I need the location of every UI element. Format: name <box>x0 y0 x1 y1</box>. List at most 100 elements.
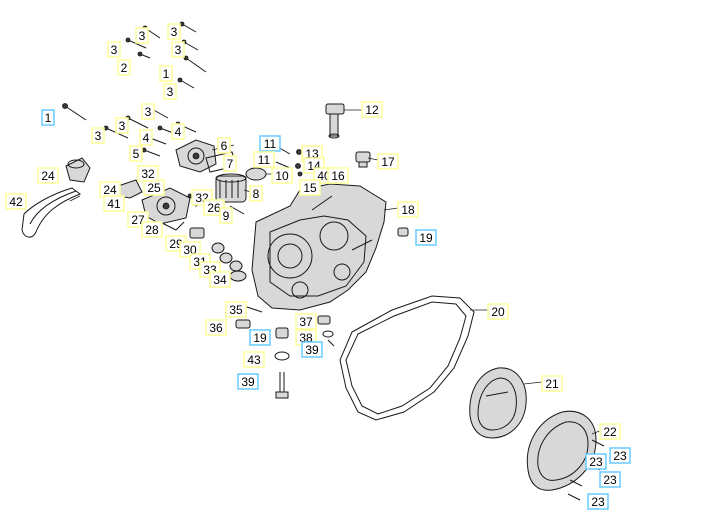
callout-15: 15 <box>299 179 321 196</box>
hose-elbow-24 <box>65 157 91 183</box>
callout-3: 3 <box>135 27 149 44</box>
callout-25: 25 <box>143 179 165 196</box>
callout-20: 20 <box>487 303 509 320</box>
callout-number: 3 <box>175 43 182 57</box>
callout-number: 15 <box>303 181 317 195</box>
callout-number: 1 <box>45 111 52 125</box>
callout-box <box>541 375 563 392</box>
callout-box <box>167 23 181 40</box>
callout-3: 3 <box>167 23 181 40</box>
bolt-23d <box>567 493 581 501</box>
callout-box <box>137 165 159 182</box>
cover-gasket <box>339 295 475 421</box>
callout-number: 4 <box>175 125 182 139</box>
oil-filter <box>215 173 247 203</box>
callout-box <box>141 221 163 238</box>
callout-number: 4 <box>143 131 150 145</box>
part-drawings <box>21 21 605 501</box>
callout-box <box>223 155 237 172</box>
washer-38 <box>322 330 334 338</box>
callout-19: 19 <box>415 229 437 246</box>
callout-23: 23 <box>599 471 621 488</box>
callout-box <box>587 493 609 510</box>
callout-box <box>115 117 129 134</box>
pump-cover <box>175 139 217 173</box>
callout-number: 3 <box>167 85 174 99</box>
cover-gasket-inner <box>345 301 467 415</box>
callout-box <box>217 137 231 154</box>
callout-number: 20 <box>491 305 505 319</box>
kick-shaft <box>325 103 345 139</box>
callout-number: 11 <box>258 153 271 167</box>
callout-39: 39 <box>237 373 259 390</box>
callout-19: 19 <box>249 329 271 346</box>
callout-number: 19 <box>419 231 433 245</box>
callout-number: 21 <box>545 377 559 391</box>
plug-19-top <box>397 227 409 237</box>
callout-3: 3 <box>107 41 121 58</box>
callout-number: 36 <box>209 321 223 335</box>
callout-box <box>249 185 263 202</box>
callout-number: 34 <box>213 273 227 287</box>
callout-number: 42 <box>9 195 23 209</box>
callout-39: 39 <box>301 341 323 358</box>
callout-box <box>299 179 321 196</box>
callout-11: 11 <box>259 135 281 152</box>
callout-number: 43 <box>247 353 261 367</box>
callout-number: 26 <box>207 201 221 215</box>
callout-box <box>243 351 265 368</box>
crankcase-cover <box>251 183 387 311</box>
callout-box <box>129 145 143 162</box>
callout-4: 4 <box>171 123 185 140</box>
callout-17: 17 <box>377 153 399 170</box>
callout-7: 7 <box>223 155 237 172</box>
bolt-group-top <box>125 21 207 89</box>
seal-10 <box>245 167 267 181</box>
callout-1: 1 <box>159 65 173 82</box>
callout-number: 5 <box>133 147 140 161</box>
callout-box <box>141 103 155 120</box>
callout-number: 24 <box>41 169 55 183</box>
callout-number: 3 <box>95 129 102 143</box>
callout-number: 37 <box>299 315 313 329</box>
callout-23: 23 <box>609 447 631 464</box>
callout-number: 19 <box>253 331 267 345</box>
callout-box <box>599 423 621 440</box>
callout-number: 25 <box>147 181 161 195</box>
bolt-23a <box>591 439 605 447</box>
callout-number: 22 <box>603 425 617 439</box>
callout-3: 3 <box>171 41 185 58</box>
callout-1: 1 <box>41 109 55 126</box>
washer-43 <box>274 351 290 361</box>
callout-box <box>253 151 275 168</box>
callout-number: 23 <box>603 473 617 487</box>
callout-number: 8 <box>253 187 260 201</box>
callout-box <box>103 195 125 212</box>
callout-box <box>163 83 177 100</box>
callout-box <box>487 303 509 320</box>
water-hose <box>21 187 82 238</box>
callout-box <box>295 313 317 330</box>
callout-6: 6 <box>217 137 231 154</box>
callout-number: 39 <box>241 375 255 389</box>
callout-number: 28 <box>145 223 159 237</box>
callout-8: 8 <box>249 185 263 202</box>
part-29 <box>189 227 205 239</box>
plug-19-lower <box>275 327 289 339</box>
callout-43: 43 <box>243 351 265 368</box>
bolt-35 <box>243 305 263 313</box>
callout-number: 23 <box>591 495 605 509</box>
drain-bolt-39 <box>275 372 289 399</box>
callout-36: 36 <box>205 319 227 336</box>
callout-23: 23 <box>587 493 609 510</box>
callout-3: 3 <box>141 103 155 120</box>
callout-box <box>205 319 227 336</box>
hose-inner <box>29 190 77 225</box>
callout-37: 37 <box>295 313 317 330</box>
bearing-31 <box>219 252 233 264</box>
bearing-34 <box>229 270 247 282</box>
callout-number: 3 <box>139 29 146 43</box>
callout-box <box>415 229 437 246</box>
callout-16: 16 <box>327 167 349 184</box>
